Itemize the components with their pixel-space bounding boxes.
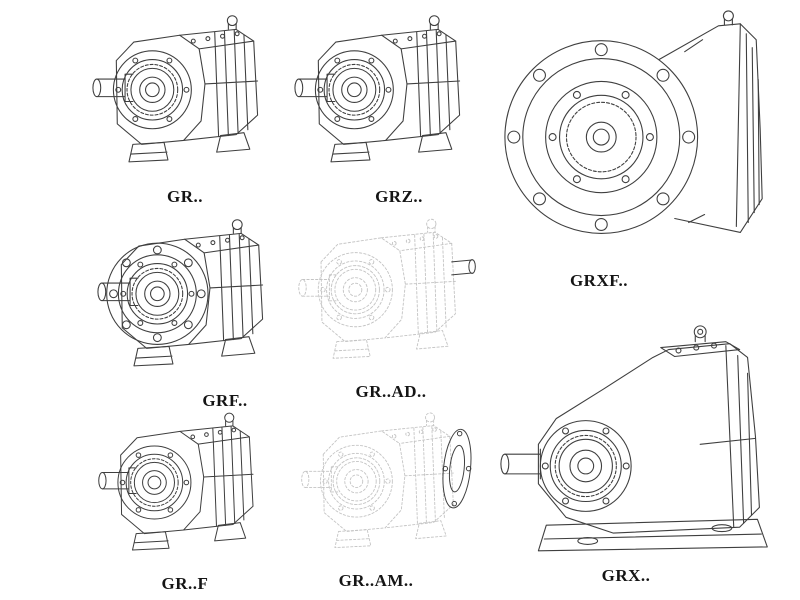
gearbox-drawing-grxf: [504, 10, 763, 234]
figure-label-grx: GRX..: [601, 565, 651, 585]
figure-grf: GRF..: [90, 210, 290, 412]
figure-gr-ad: GR..AD..: [296, 210, 486, 403]
gearbox-drawing-gr: [92, 15, 259, 163]
gearbox-drawing-grf: [95, 210, 285, 390]
motor-adapter-flange: [442, 428, 472, 509]
figure-grz: GRZ..: [292, 6, 482, 208]
gearbox-drawing-gr-f: [98, 412, 254, 551]
figure-grxf: GRXF..: [490, 0, 788, 292]
figure-grx: GRX..: [492, 318, 790, 587]
gearbox-drawing-grz: [294, 15, 461, 163]
gearbox-drawing-grx: [500, 325, 768, 552]
figure-label-gr-am: GR..AM..: [338, 571, 414, 591]
figure-label-grf: GRF..: [202, 391, 248, 411]
adapter-shaft: [451, 259, 476, 276]
figure-label-grxf: GRXF..: [569, 271, 629, 291]
figure-gr-am: GR..AM..: [296, 404, 486, 592]
figure-label-gr: GR..: [167, 187, 203, 207]
figure-gr-f: GR..F: [90, 404, 280, 595]
gearbox-drawing-gr-am: [301, 412, 472, 549]
gearbox-drawing-gr-ad: [298, 218, 476, 359]
figure-gr: GR..: [90, 6, 280, 208]
figure-label-grz: GRZ..: [375, 187, 423, 207]
figure-label-gr-ad: GR..AD..: [355, 382, 427, 402]
figure-label-gr-f: GR..F: [161, 573, 209, 593]
